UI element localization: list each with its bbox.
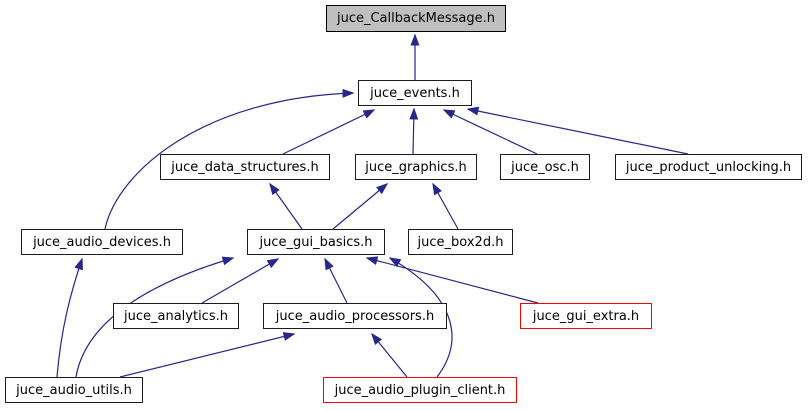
edge-juce_box2d_h-to-juce_graphics_h [432,182,459,230]
edge-juce_product_unlocking_h-to-juce_events_h [466,106,689,155]
graph-node-juce_gui_extra_h[interactable]: juce_gui_extra.h [520,303,652,329]
graph-node-juce_product_unlocking_h[interactable]: juce_product_unlocking.h [615,154,802,180]
edge-juce_data_structures_h-to-juce_events_h [282,109,376,155]
edge-juce_graphics_h-to-juce_events_h [409,107,419,155]
graph-node-juce_audio_utils_h[interactable]: juce_audio_utils.h [5,377,143,403]
graph-node-juce_gui_basics_h[interactable]: juce_gui_basics.h [247,229,385,255]
edge-juce_gui_basics_h-to-juce_graphics_h [332,183,389,230]
edge-juce_audio_devices_h-to-juce_events_h [104,88,355,230]
graph-node-juce_audio_devices_h[interactable]: juce_audio_devices.h [21,229,183,255]
edge-juce_gui_extra_h-to-juce_gui_basics_h [365,256,539,304]
graph-node-juce_events_h[interactable]: juce_events.h [358,80,472,106]
edge-juce_osc_h-to-juce_events_h [442,109,538,155]
graph-node-juce_audio_processors_h[interactable]: juce_audio_processors.h [263,303,447,329]
edge-juce_analytics_h-to-juce_gui_basics_h [201,258,280,304]
graph-node-juce_audio_plugin_client_h[interactable]: juce_audio_plugin_client.h [323,377,517,403]
graph-node-juce_box2d_h[interactable]: juce_box2d.h [408,229,513,255]
edge-juce_gui_basics_h-to-juce_data_structures_h [269,182,303,230]
graph-node-juce_osc_h[interactable]: juce_osc.h [500,154,590,180]
graph-node-juce_data_structures_h[interactable]: juce_data_structures.h [160,154,330,180]
edge-juce_audio_plugin_client_h-to-juce_audio_processors_h [371,332,408,378]
graph-node-juce_graphics_h[interactable]: juce_graphics.h [355,154,477,180]
edge-juce_audio_utils_h-to-juce_audio_processors_h [119,332,296,378]
graph-node-juce_analytics_h[interactable]: juce_analytics.h [113,303,239,329]
edge-juce_audio_processors_h-to-juce_gui_basics_h [324,257,348,304]
edge-juce_audio_utils_h-to-juce_audio_devices_h [56,257,83,378]
graph-node-juce_CallbackMessage_h[interactable]: juce_CallbackMessage.h [326,5,506,32]
edge-juce_audio_plugin_client_h-to-juce_gui_basics_h [388,257,453,378]
